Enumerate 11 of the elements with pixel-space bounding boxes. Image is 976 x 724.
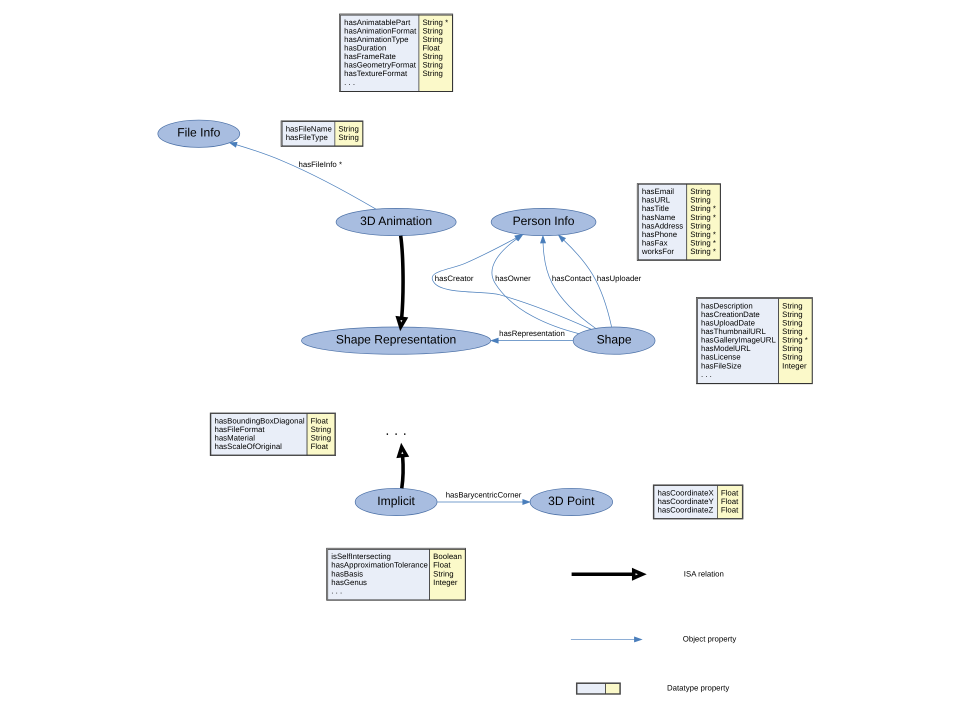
edge-label: hasContact — [552, 274, 592, 284]
node-text: · · · — [385, 426, 408, 442]
edge-label: hasRepresentation — [499, 329, 565, 338]
legend-label: ISA relation — [684, 569, 724, 578]
legend-label: Datatype property — [667, 684, 730, 693]
legend-label: Object property — [682, 634, 736, 644]
edge-label: hasFileInfo * — [298, 160, 342, 170]
edge-label: hasUploader — [596, 274, 642, 284]
edge-label: hasCreator — [434, 274, 474, 284]
edge-label: hasOwner — [495, 274, 531, 284]
edge-label: hasBarycentricCorner — [446, 490, 522, 500]
